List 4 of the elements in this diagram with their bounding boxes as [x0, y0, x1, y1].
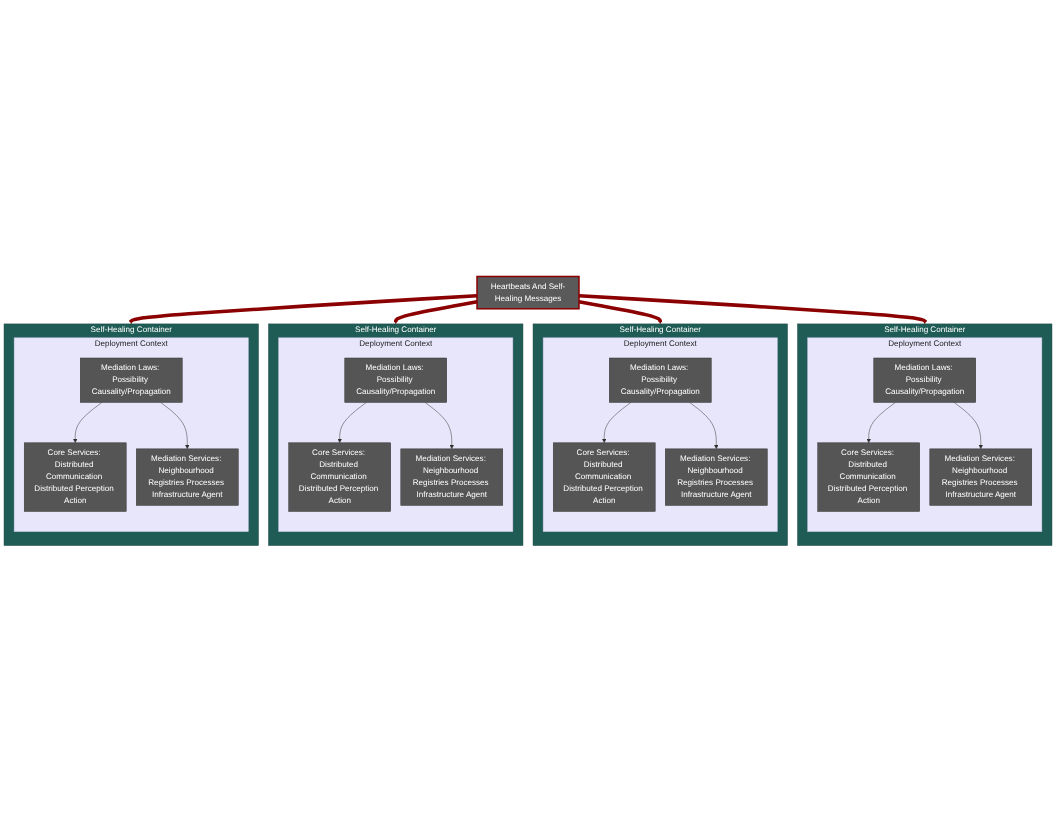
arrow [578, 300, 663, 325]
arrow [393, 300, 478, 325]
arrow [578, 293, 927, 325]
arrow [129, 293, 478, 325]
